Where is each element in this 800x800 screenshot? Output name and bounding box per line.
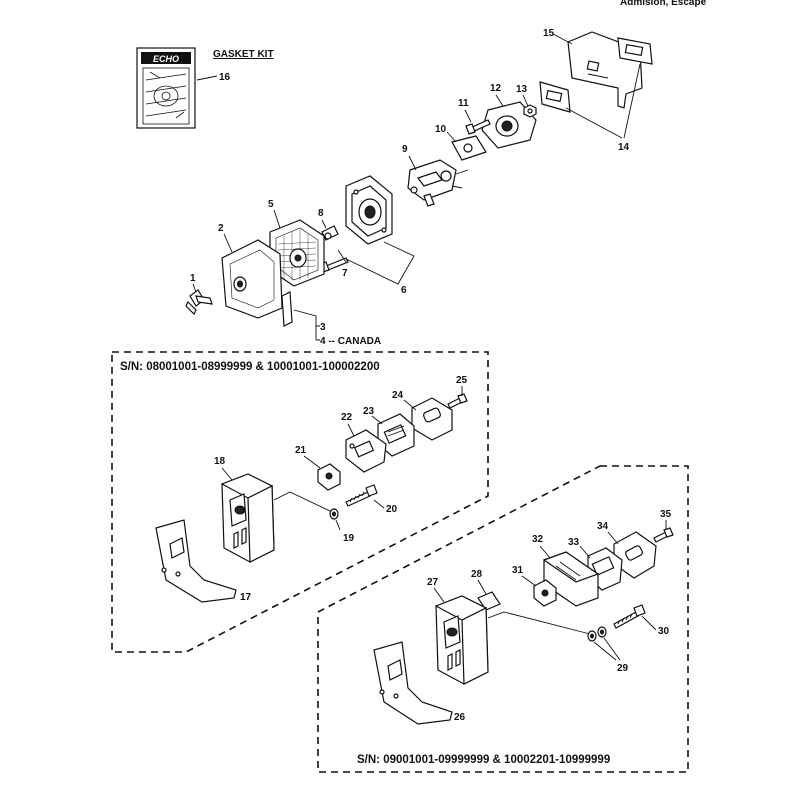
- flange-31: [533, 579, 557, 607]
- callout-33: 33: [568, 537, 580, 548]
- washers-29: [587, 626, 607, 642]
- bolt-20: [345, 484, 378, 507]
- callout-28: 28: [471, 569, 483, 580]
- callout-19: 19: [343, 533, 355, 544]
- callout-14: 14: [618, 142, 630, 153]
- callout-2: 2: [218, 223, 224, 234]
- callout-9: 9: [402, 144, 408, 155]
- callout-24: 24: [392, 390, 404, 401]
- callout-16: 16: [219, 72, 231, 83]
- callout-3: 3: [320, 322, 326, 333]
- callout-30: 30: [658, 626, 670, 637]
- serial-group-a-frame: [111, 351, 489, 653]
- insulator-block: [481, 101, 537, 149]
- callout-15: 15: [543, 28, 555, 39]
- callout-32: 32: [532, 534, 544, 545]
- choke-lever-8: [321, 225, 339, 241]
- bolt-35: [653, 527, 674, 543]
- muffler-shield-17: [155, 519, 237, 603]
- muffler-18: [220, 473, 275, 563]
- washer-19: [329, 508, 339, 520]
- leader-16: [196, 75, 218, 81]
- wing-knob: [185, 289, 213, 316]
- callout-31: 31: [512, 565, 524, 576]
- callout-18: 18: [214, 456, 226, 467]
- gasket-22: [345, 429, 387, 473]
- flange-21: [317, 463, 341, 491]
- callout-29: 29: [617, 663, 629, 674]
- callout-5: 5: [268, 199, 274, 210]
- gasket-kit-package: ECHO: [136, 47, 196, 129]
- air-cleaner-cover: [221, 239, 283, 319]
- callout-12: 12: [490, 83, 502, 94]
- label-plate: [281, 291, 293, 327]
- section-header: Admision, Escape: [620, 0, 707, 8]
- cover-32: [542, 551, 600, 607]
- callout-27: 27: [427, 577, 439, 588]
- callout-23: 23: [363, 406, 375, 417]
- callout-25: 25: [456, 375, 468, 386]
- callout-8: 8: [318, 208, 324, 219]
- callout-17: 17: [240, 592, 252, 603]
- gasket-kit-title: GASKET KIT: [213, 49, 274, 60]
- callout-35: 35: [660, 509, 672, 520]
- air-cleaner-base: [345, 175, 393, 245]
- nut-13: [523, 104, 537, 118]
- carburetor: [407, 159, 469, 207]
- gasket-24: [411, 397, 453, 441]
- muffler-shield-26: [373, 641, 453, 725]
- callout-21: 21: [295, 445, 307, 456]
- serial-group-a-label: S/N: 08001001-08999999 & 10001001-100002…: [120, 361, 380, 373]
- callout-10: 10: [435, 124, 447, 135]
- callout-20: 20: [386, 504, 398, 515]
- callout-4-canada: 4 -- CANADA: [320, 336, 381, 347]
- callout-1: 1: [190, 273, 196, 284]
- callout-13: 13: [516, 84, 528, 95]
- gasket-10: [451, 135, 487, 161]
- bolt-11: [465, 119, 491, 135]
- callout-6: 6: [401, 285, 407, 296]
- serial-group-b-label: S/N: 09001001-09999999 & 10002201-109999…: [357, 754, 610, 766]
- callout-26: 26: [454, 712, 466, 723]
- callout-7: 7: [342, 268, 348, 279]
- muffler-gasket-lower: [539, 81, 571, 113]
- bolt-25: [447, 393, 468, 409]
- serial-group-b-frame: [317, 465, 689, 773]
- muffler-gasket-upper: [617, 37, 653, 65]
- callout-22: 22: [341, 412, 353, 423]
- callout-34: 34: [597, 521, 609, 532]
- bolt-30: [613, 604, 646, 629]
- callout-11: 11: [458, 98, 469, 109]
- muffler-27: [434, 595, 489, 685]
- echo-logo: ECHO: [153, 54, 179, 64]
